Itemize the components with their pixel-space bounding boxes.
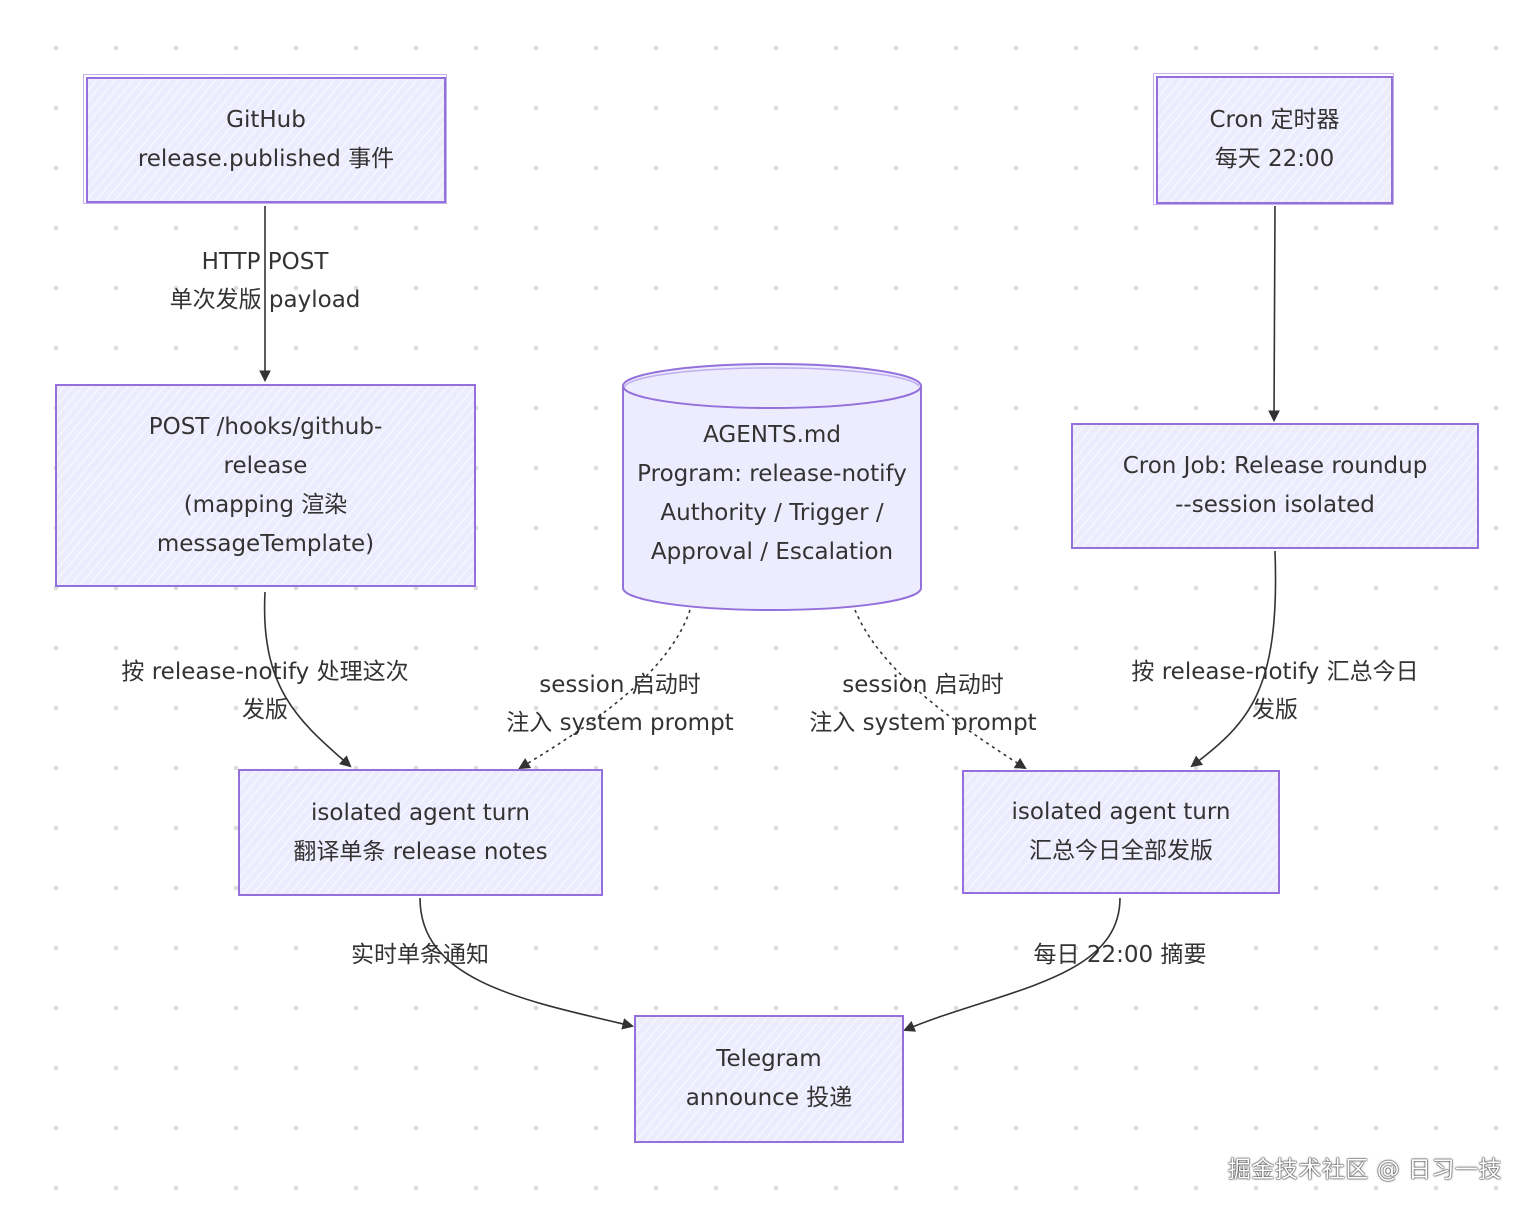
edge-label-hook-to-agent: 按 release-notify 处理这次 发版: [121, 659, 409, 723]
agent-left-node-label: isolated agent turn 翻译单条 release notes: [293, 799, 548, 865]
edge-agent-right-to-telegram: [905, 897, 1121, 1030]
telegram-node: Telegram announce 投递: [634, 1015, 904, 1143]
cron-job-node-label: Cron Job: Release roundup --session isol…: [1122, 453, 1428, 518]
cron-job-node: Cron Job: Release roundup --session isol…: [1071, 423, 1479, 549]
github-node-label: GitHub release.published 事件: [137, 107, 395, 172]
edge-cronjob-to-agent-right: [1192, 550, 1277, 766]
edge-cron-to-cronjob: [1274, 205, 1275, 420]
watermark-text: 掘金技术社区 @ 日习一技: [1227, 1157, 1502, 1183]
edge-agents-to-agent-left: [520, 609, 691, 768]
edge-agents-to-agent-right: [854, 609, 1025, 768]
edge-label-agents-to-right: session 启动时 注入 system prompt: [809, 672, 1037, 736]
cron-timer-node-label: Cron 定时器 每天 22:00: [1209, 107, 1340, 172]
agents-cylinder-shape: [622, 363, 922, 611]
agent-right-node: isolated agent turn 汇总今日全部发版: [962, 770, 1280, 894]
edge-hook-to-agent-left: [263, 591, 350, 766]
agents-db-label: AGENTS.md Program: release-notify Author…: [637, 422, 907, 565]
agent-left-node: isolated agent turn 翻译单条 release notes: [238, 769, 603, 896]
edge-label-agents-to-left: session 启动时 注入 system prompt: [506, 672, 734, 736]
agent-right-node-label: isolated agent turn 汇总今日全部发版: [1011, 799, 1231, 864]
telegram-node-label: Telegram announce 投递: [685, 1046, 853, 1111]
edge-label-github-to-hook: HTTP POST 单次发版 payload: [169, 249, 361, 313]
edge-label-cronjob-to-agent: 按 release-notify 汇总今日 发版: [1131, 659, 1419, 723]
github-node: GitHub release.published 事件: [83, 74, 447, 204]
hook-node: POST /hooks/github- release (mapping 渲染 …: [55, 384, 476, 587]
edge-label-left-to-telegram: 实时单条通知: [351, 942, 489, 968]
edge-agent-left-to-telegram: [419, 897, 632, 1026]
edge-label-right-to-telegram: 每日 22:00 摘要: [1033, 942, 1207, 968]
cron-timer-node: Cron 定时器 每天 22:00: [1153, 73, 1394, 205]
hook-node-label: POST /hooks/github- release (mapping 渲染 …: [148, 413, 383, 557]
